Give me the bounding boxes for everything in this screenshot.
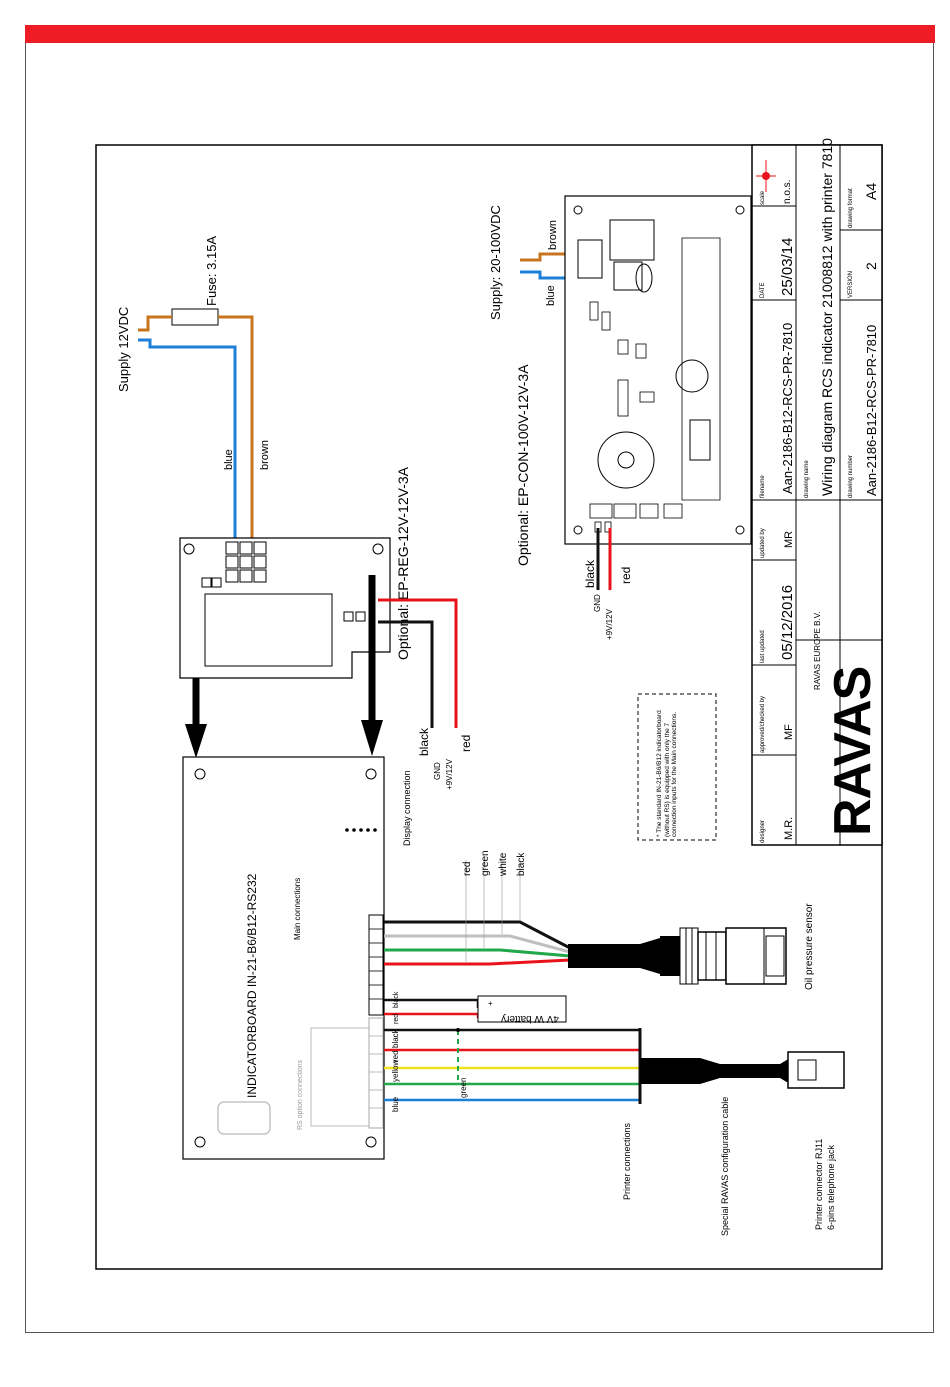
format-label: drawing format — [848, 188, 854, 228]
sensor-wires: red green white black Oil pressure senso… — [384, 850, 815, 990]
scale-icon — [756, 160, 776, 192]
note-box — [637, 693, 717, 841]
scale-label: scale — [760, 190, 766, 205]
printer-wire-green-label: green — [459, 1078, 468, 1098]
fuse-label: Fuse: 3.15A — [204, 236, 219, 306]
red-left-label: red — [459, 735, 473, 752]
svg-text:+: + — [488, 999, 493, 1008]
display-connection-label: Display connection — [402, 770, 412, 846]
fuse-symbol — [171, 308, 219, 326]
printer-wire-yellow-label: yellow — [391, 1060, 400, 1082]
black-wire-display — [378, 620, 434, 728]
blue-right-label: blue — [545, 285, 557, 306]
drawing-name-value: Wiring diagram RCS indicator 21008812 wi… — [819, 138, 835, 496]
printer-connector-label-1: Printer connector RJ11 — [814, 1139, 824, 1230]
approved-label: approved/checked by — [760, 696, 766, 753]
printer-wire-blue-label: blue — [391, 1096, 400, 1112]
svg-text:black: black — [393, 991, 400, 1008]
config-cable-label: Special RAVAS configuration cable — [720, 1097, 730, 1236]
title-block: RAVAS scale n.o.s. DATE 25/03/14 filenam… — [751, 138, 883, 846]
optional-con-label: Optional: EP-CON-100V-12V-3A — [515, 364, 531, 566]
page-frame — [25, 43, 934, 1333]
printer-wire-red-label: red — [391, 1050, 400, 1062]
brown-wire-supply — [138, 315, 172, 332]
v12-left-label: +9V/12V — [445, 758, 454, 790]
board-title: INDICATORBOARD IN-21-B6/B12-RS232 — [245, 873, 259, 1098]
format-value: A4 — [863, 183, 879, 200]
gnd-left-label: GND — [433, 762, 442, 780]
drawing-name-label: drawing name — [804, 460, 810, 498]
designer-value: M.R. — [783, 817, 795, 840]
gnd-right-label: GND — [593, 594, 602, 612]
rs-option-label: RS option connections — [297, 1059, 304, 1130]
updated-by-label: updated by — [760, 528, 766, 558]
approved-value: MF — [783, 724, 795, 740]
supply-left-label: Supply 12VDC — [116, 307, 131, 392]
blue-wire-label: blue — [223, 449, 235, 470]
black-left-label: black — [417, 727, 431, 756]
battery-wires: 4V W battery + black red — [384, 991, 567, 1024]
oil-sensor-label: Oil pressure sensor — [804, 903, 815, 990]
main-connections-label: Main connections — [293, 878, 302, 940]
version-label: VERSION — [848, 271, 854, 298]
version-value: 2 — [863, 262, 879, 270]
sensor-wire-white-label: white — [498, 852, 509, 877]
date-value: 25/03/14 — [779, 238, 796, 296]
drawing-number-label: drawing number — [848, 455, 854, 498]
black-right-label: black — [583, 559, 597, 588]
company-label: RAVAS EUROPE B.V. — [813, 611, 822, 690]
filename-label: filename — [760, 475, 766, 498]
left-supply: Supply 12VDC Fuse: 3.15A blue brown — [116, 236, 271, 542]
updated-by-value: MR — [783, 531, 795, 548]
last-updated-value: 05/12/2016 — [779, 585, 796, 660]
blue-wire — [138, 338, 237, 542]
v12-right-label: +9V/12V — [605, 608, 614, 640]
battery-label: 4V W battery — [501, 1013, 559, 1024]
red-right-label: red — [619, 567, 633, 584]
sensor-wire-black-label: black — [516, 852, 527, 876]
note-text: * The standard IN-21-B6/B12 indicatorboa… — [656, 710, 678, 837]
printer-wire-black-label: black — [391, 1028, 400, 1048]
sensor-wire-green-label: green — [480, 850, 491, 876]
brown-right-label: brown — [547, 220, 559, 250]
red-wire-display — [378, 598, 458, 728]
mount-arrows — [185, 575, 383, 758]
date-label: DATE — [760, 282, 766, 298]
supply-right-label: Supply: 20-100VDC — [488, 205, 503, 320]
filename-value: Aan-2186-B12-RCS-PR-7810 — [780, 323, 795, 494]
regulator-board: Optional: EP-REG-12V-12V-3A — [179, 466, 411, 679]
brown-wire-label: brown — [259, 440, 271, 470]
printer-connector-label-2: 6-pins telephone jack — [826, 1144, 836, 1230]
printer-wires: black red yellow green blue Printer conn… — [384, 1028, 845, 1236]
scale-value: n.o.s. — [782, 180, 793, 204]
svg-text:red: red — [393, 1014, 400, 1024]
printer-connections-label: Printer connections — [622, 1122, 632, 1200]
brown-wire — [218, 315, 254, 542]
optional-reg-label: Optional: EP-REG-12V-12V-3A — [395, 466, 411, 660]
indicator-board: INDICATORBOARD IN-21-B6/B12-RS232 Main c… — [182, 756, 385, 1160]
converter-board: Optional: EP-CON-100V-12V-3A — [515, 195, 752, 566]
drawing-number-value: Aan-2186-B12-RCS-PR-7810 — [864, 325, 879, 496]
ravas-logo: RAVAS — [824, 667, 882, 836]
header-bar — [25, 25, 935, 43]
sensor-wire-red-label: red — [462, 862, 473, 876]
last-updated-label: last updated — [760, 630, 766, 663]
designer-label: designer — [760, 820, 766, 843]
